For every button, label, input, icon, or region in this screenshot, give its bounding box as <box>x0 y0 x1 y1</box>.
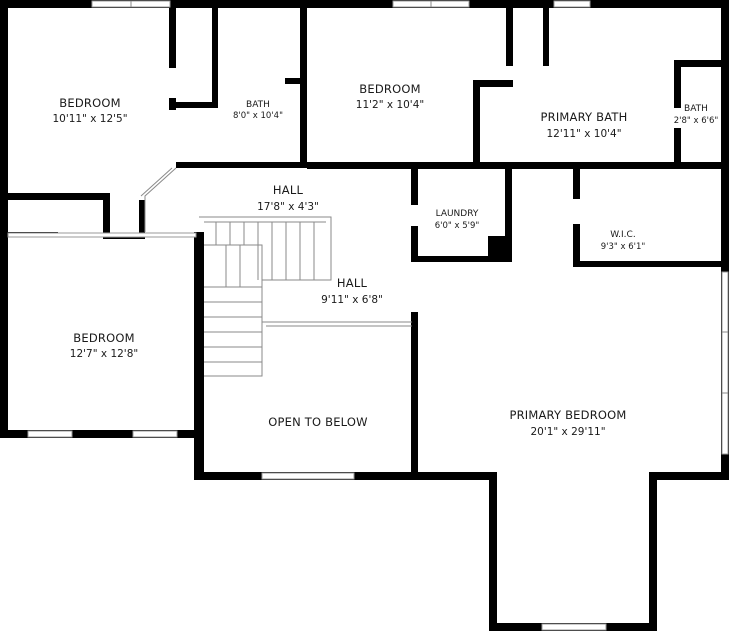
bedroom-sw-name: BEDROOM <box>73 331 134 345</box>
hall-angled-walls <box>140 167 177 232</box>
bath-small-dims: 2'8" x 6'6" <box>674 116 719 126</box>
wic-name: W.I.C. <box>610 230 635 240</box>
interior-walls <box>7 8 729 480</box>
wic-dims: 9'3" x 6'1" <box>601 242 646 252</box>
bedroom-nw-dims: 10'11" x 12'5" <box>52 113 127 125</box>
staircase <box>199 216 412 377</box>
open-below-name: OPEN TO BELOW <box>268 415 367 429</box>
hall-lower-name: HALL <box>337 276 368 290</box>
primary-bath-name: PRIMARY BATH <box>541 110 628 124</box>
room-labels: BEDROOM 10'11" x 12'5" BATH 8'0" x 10'4"… <box>52 82 718 438</box>
hall-upper-dims: 17'8" x 4'3" <box>257 201 319 213</box>
bath-center-dims: 8'0" x 10'4" <box>233 111 283 121</box>
windows <box>27 0 729 631</box>
primary-bedroom-dims: 20'1" x 29'11" <box>530 426 605 438</box>
laundry-name: LAUNDRY <box>436 209 479 219</box>
bedroom-center-name: BEDROOM <box>359 82 420 96</box>
primary-bedroom-name: PRIMARY BEDROOM <box>509 408 626 422</box>
bedroom-nw-name: BEDROOM <box>59 96 120 110</box>
bath-small-name: BATH <box>684 104 708 114</box>
hall-upper-name: HALL <box>273 183 304 197</box>
laundry-dims: 6'0" x 5'9" <box>435 221 480 231</box>
bath-center-name: BATH <box>246 100 270 110</box>
bedroom-center-dims: 11'2" x 10'4" <box>356 99 424 111</box>
bedroom-sw-dims: 12'7" x 12'8" <box>70 348 138 360</box>
hall-lower-dims: 9'11" x 6'8" <box>321 294 383 306</box>
primary-bath-dims: 12'11" x 10'4" <box>546 128 621 140</box>
